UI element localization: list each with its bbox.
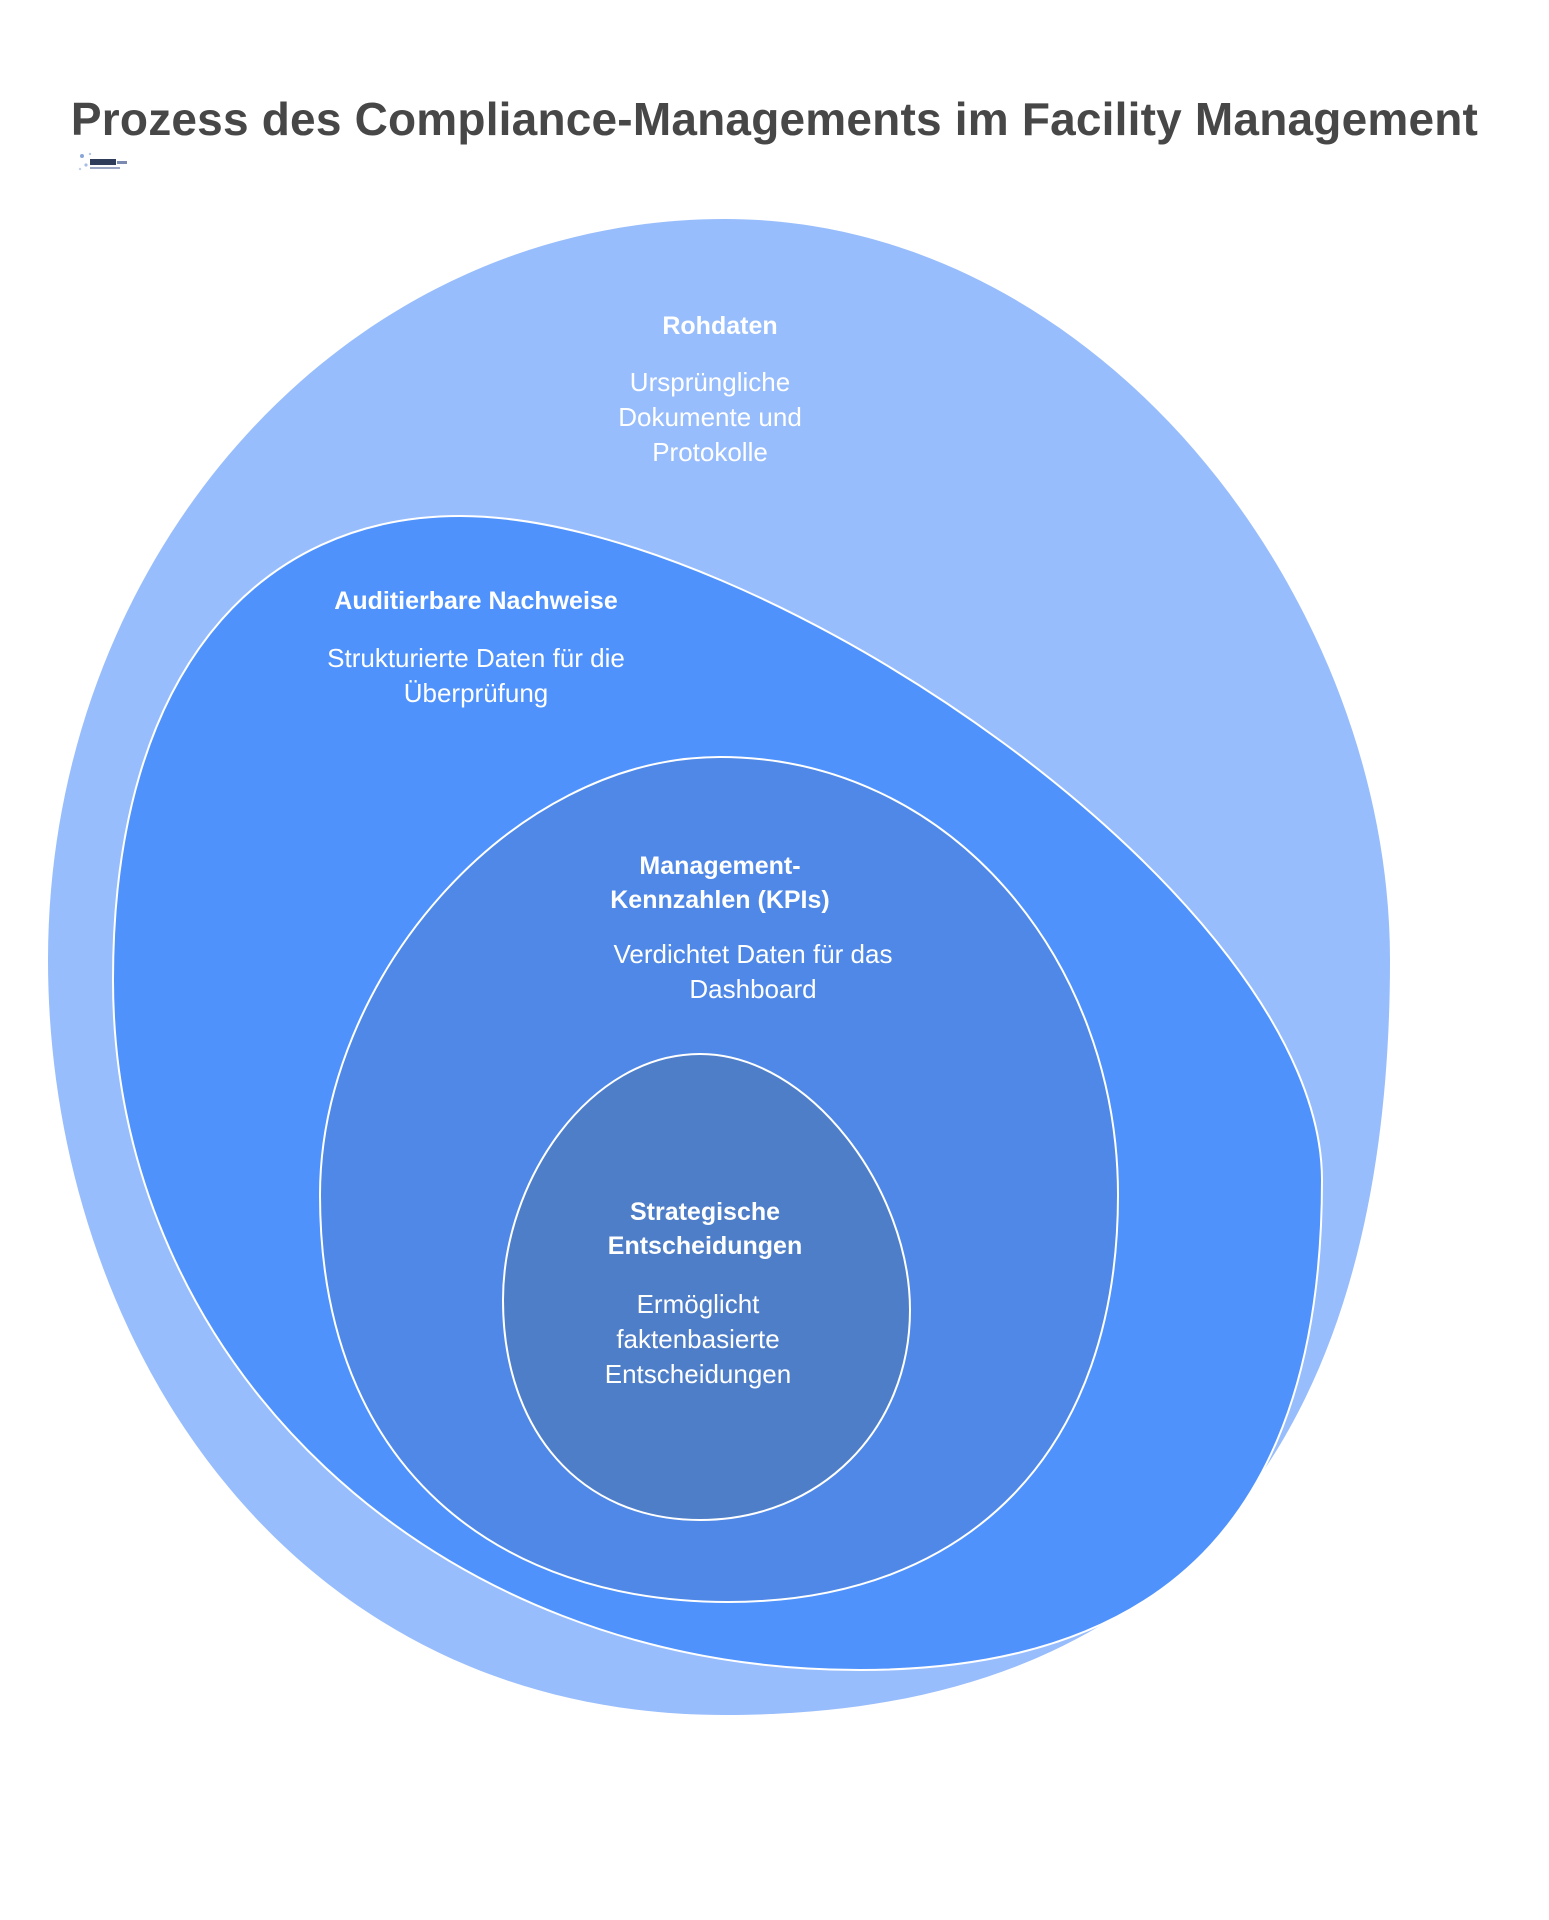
layer-strategische-entscheidungen-title: Strategische Entscheidungen — [607, 1198, 803, 1260]
layer-rohdaten-title: Rohdaten — [662, 312, 778, 340]
layer-rohdaten-description: Ursprüngliche Dokumente und Protokolle — [618, 367, 802, 467]
layer-strategische-entscheidungen-description: Ermöglicht faktenbasierte Entscheidungen — [604, 1289, 792, 1389]
layer-kpis-description: Verdichtet Daten für das Dashboard — [613, 939, 893, 1004]
fm-connect-logo-icon — [78, 152, 127, 171]
layer-auditierbare-nachweise-title: Auditierbare Nachweise — [334, 587, 618, 615]
layer-auditierbare-nachweise-description: Strukturierte Daten für die Überprüfung — [327, 643, 625, 708]
layer-strategische-entscheidungen-shape — [501, 1052, 912, 1522]
layer-kpis-title: Management-Kennzahlen (KPIs) — [610, 852, 830, 914]
page-title: Prozess des Compliance-Managements im Fa… — [70, 93, 1479, 145]
